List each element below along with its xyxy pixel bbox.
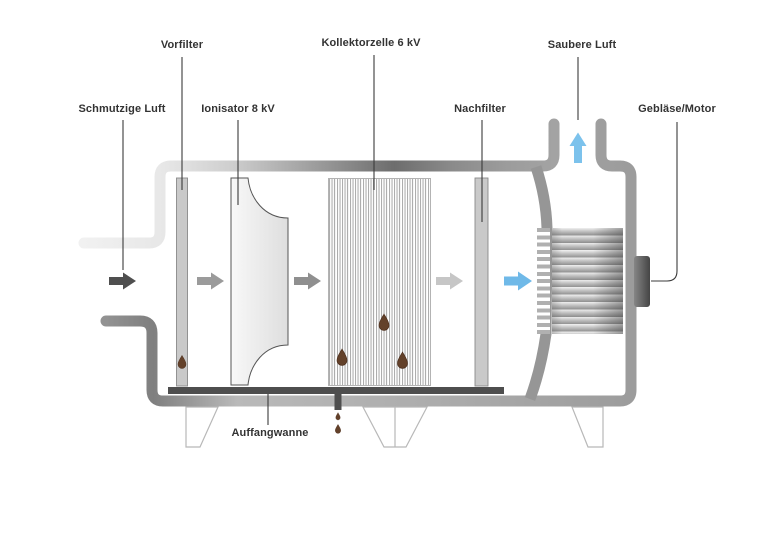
separator-wall (524, 165, 553, 401)
collector-cell-plates (328, 178, 431, 386)
pre-filter-panel (176, 177, 188, 387)
label-kollektorzelle: Kollektorzelle 6 kV (321, 37, 421, 49)
drip-icon (334, 424, 342, 434)
stage-arrow-icon (436, 272, 463, 290)
leg-left (185, 406, 219, 448)
label-ionisator: Ionisator 8 kV (201, 103, 275, 115)
label-schmutzige-luft: Schmutzige Luft (78, 103, 166, 115)
clean-air-arrow-icon (504, 271, 532, 291)
clean-air-up-arrow-icon (569, 132, 587, 163)
motor-block (634, 256, 650, 307)
blower-intake-fins (537, 228, 550, 334)
droplet-icon (378, 313, 390, 331)
label-nachfilter: Nachfilter (454, 103, 506, 115)
label-vorfilter: Vorfilter (160, 39, 204, 51)
stage-arrow-icon (197, 272, 224, 290)
airflow-arrows (109, 132, 587, 291)
housing-top-wall (78, 118, 560, 249)
stage-arrow-icon (294, 272, 321, 290)
support-legs (185, 406, 604, 448)
drain-pipe (334, 394, 342, 410)
label-saubere-luft: Saubere Luft (547, 39, 617, 51)
leg-middle (362, 406, 428, 448)
leg-right (571, 406, 604, 448)
droplet-icon (397, 351, 408, 369)
housing-bottom-wall (100, 118, 637, 407)
droplet-icon (336, 348, 348, 366)
leader-lines (122, 55, 678, 425)
dirty-air-arrow-icon (109, 272, 136, 290)
blower-cylinder (552, 228, 623, 334)
label-auffangwanne: Auffangwanne (231, 427, 309, 439)
drip-icon (335, 412, 341, 421)
label-geblaese-motor: Gebläse/Motor (638, 103, 716, 115)
ionizer-shape (230, 177, 289, 386)
collection-tray (168, 387, 504, 394)
